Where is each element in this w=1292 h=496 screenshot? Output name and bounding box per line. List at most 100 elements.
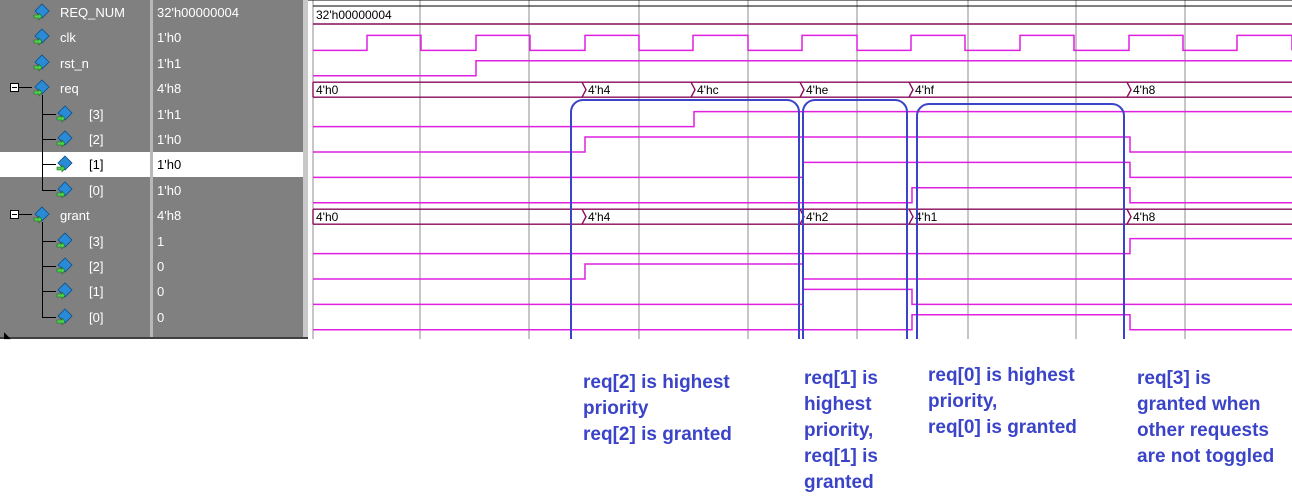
pane-splitter[interactable] (150, 0, 153, 339)
value-row[interactable]: 1'h0 (153, 178, 303, 203)
req-bus-transition (799, 81, 805, 98)
value-row[interactable]: 0 (153, 254, 303, 279)
signal-icon (56, 232, 74, 250)
signal-name: req (60, 81, 79, 97)
value-row[interactable]: 1 (153, 229, 303, 254)
collapse-icon[interactable] (10, 83, 19, 93)
annotation-req3: req[3] is granted when other requests ar… (1137, 368, 1275, 467)
tree-connector (42, 297, 43, 317)
signal-row[interactable]: [3] (0, 94, 150, 127)
tree-connector (42, 316, 56, 318)
signal-icon (33, 206, 51, 224)
annotation-box (802, 99, 908, 339)
req-bus-value-label: 4'h4 (588, 83, 611, 97)
value-row[interactable]: 0 (153, 279, 303, 304)
signal-name: [3] (89, 233, 104, 249)
tree-connector (19, 214, 32, 216)
tree-connector (42, 139, 56, 140)
signal-value: 0 (157, 284, 165, 300)
grant-bus-transition (908, 208, 914, 225)
signal-icon (33, 79, 51, 97)
tree-connector (42, 221, 43, 248)
annotation-req1: req[1] is highest priority, req[1] is gr… (804, 368, 878, 493)
signal-value: 1'h0 (157, 157, 182, 173)
signal-row[interactable]: [0] (0, 297, 150, 330)
signal-row[interactable]: [3] (0, 221, 150, 254)
signal-value: 4'h8 (157, 208, 182, 224)
tree-connector (42, 272, 43, 299)
signal-icon (33, 28, 51, 47)
req-bus-value-label: 4'hc (697, 83, 719, 97)
signal-icon (56, 130, 74, 148)
value-row[interactable]: 4'h8 (153, 203, 303, 228)
tree-connector (42, 291, 56, 293)
tree-connector (42, 247, 43, 273)
signal-icon (56, 257, 74, 275)
grant2-wave (313, 263, 1292, 280)
req3-wave (313, 110, 1292, 128)
req2-wave (313, 136, 1292, 153)
value-row[interactable]: 0 (153, 305, 303, 330)
tree-connector (42, 164, 56, 166)
signal-value: 1'h0 (157, 182, 182, 198)
signal-name: [3] (89, 106, 104, 122)
signal-value: 4'h8 (157, 81, 182, 97)
signal-value: 0 (157, 309, 165, 325)
signal-value-panel: 32'h00000004 1'h0 1'h1 4'h8 1'h1 1'h0 1'h0 1'h0… (153, 0, 303, 339)
tree-connector (42, 170, 43, 190)
tree-connector (42, 120, 43, 146)
signal-row[interactable]: [2] (0, 120, 150, 152)
signal-value: 1'h1 (157, 106, 182, 122)
value-row[interactable]: 1'h0 (153, 152, 303, 178)
grant-bus-value-label: 4'h2 (806, 210, 829, 224)
pane-splitter[interactable] (303, 0, 308, 339)
signal-value: 32'h00000004 (157, 5, 240, 20)
value-row[interactable]: 4'h8 (153, 76, 303, 101)
signal-row[interactable]: [1] (0, 272, 150, 304)
value-row[interactable]: 1'h1 (153, 102, 303, 127)
resize-grip-icon[interactable]: ◣ (4, 330, 11, 340)
signal-value: 1 (157, 233, 165, 249)
signal-icon (56, 181, 74, 199)
value-row[interactable]: 32'h00000004 (153, 0, 303, 25)
grant-bus-transition (1126, 208, 1132, 225)
signal-row[interactable]: rst_n (0, 51, 150, 76)
req-bus-transition (581, 81, 587, 98)
req-bus-value-label: 4'hf (915, 83, 935, 97)
signal-row[interactable]: REQ_NUM (0, 0, 150, 25)
signal-icon (33, 54, 51, 72)
req0-wave (313, 187, 1292, 204)
signal-row[interactable]: [0] (0, 170, 150, 203)
collapse-icon[interactable] (10, 210, 19, 220)
tree-connector (19, 87, 32, 89)
grant3-wave (313, 237, 1292, 255)
signal-icon (56, 282, 74, 301)
grant-bus-transition (581, 208, 587, 225)
signal-row[interactable]: [1] (0, 145, 150, 178)
signal-row[interactable]: [2] (0, 247, 150, 279)
grant-bus-value-label: 4'h0 (316, 210, 339, 224)
req-bus-value-label: 4'he (806, 83, 829, 97)
annotation-req2: req[2] is highest priority req[2] is gra… (583, 372, 732, 445)
value-row[interactable]: 1'h0 (153, 25, 303, 50)
grant-bus-value-label: 4'h4 (588, 210, 611, 224)
req-bus-transition (690, 81, 696, 98)
value-row[interactable]: 1'h1 (153, 51, 303, 76)
signal-value: 1'h1 (157, 55, 182, 71)
value-row[interactable]: 1'h0 (153, 127, 303, 152)
signal-name: [1] (89, 284, 104, 300)
signal-row[interactable]: grant (0, 203, 150, 228)
tree-connector (42, 94, 43, 121)
req-bus-transition (908, 81, 914, 98)
signal-name: [0] (89, 182, 104, 198)
signal-value: 1'h0 (157, 132, 182, 147)
grant1-wave (313, 288, 1292, 306)
signal-name: [2] (89, 132, 104, 147)
req-bus-value-label: 4'h0 (316, 83, 339, 97)
signal-row[interactable]: clk (0, 25, 150, 50)
signal-row[interactable]: req (0, 76, 150, 101)
grant-bus-value-label: 4'h1 (915, 210, 938, 224)
grant-bus-value-label: 4'h8 (1133, 210, 1156, 224)
